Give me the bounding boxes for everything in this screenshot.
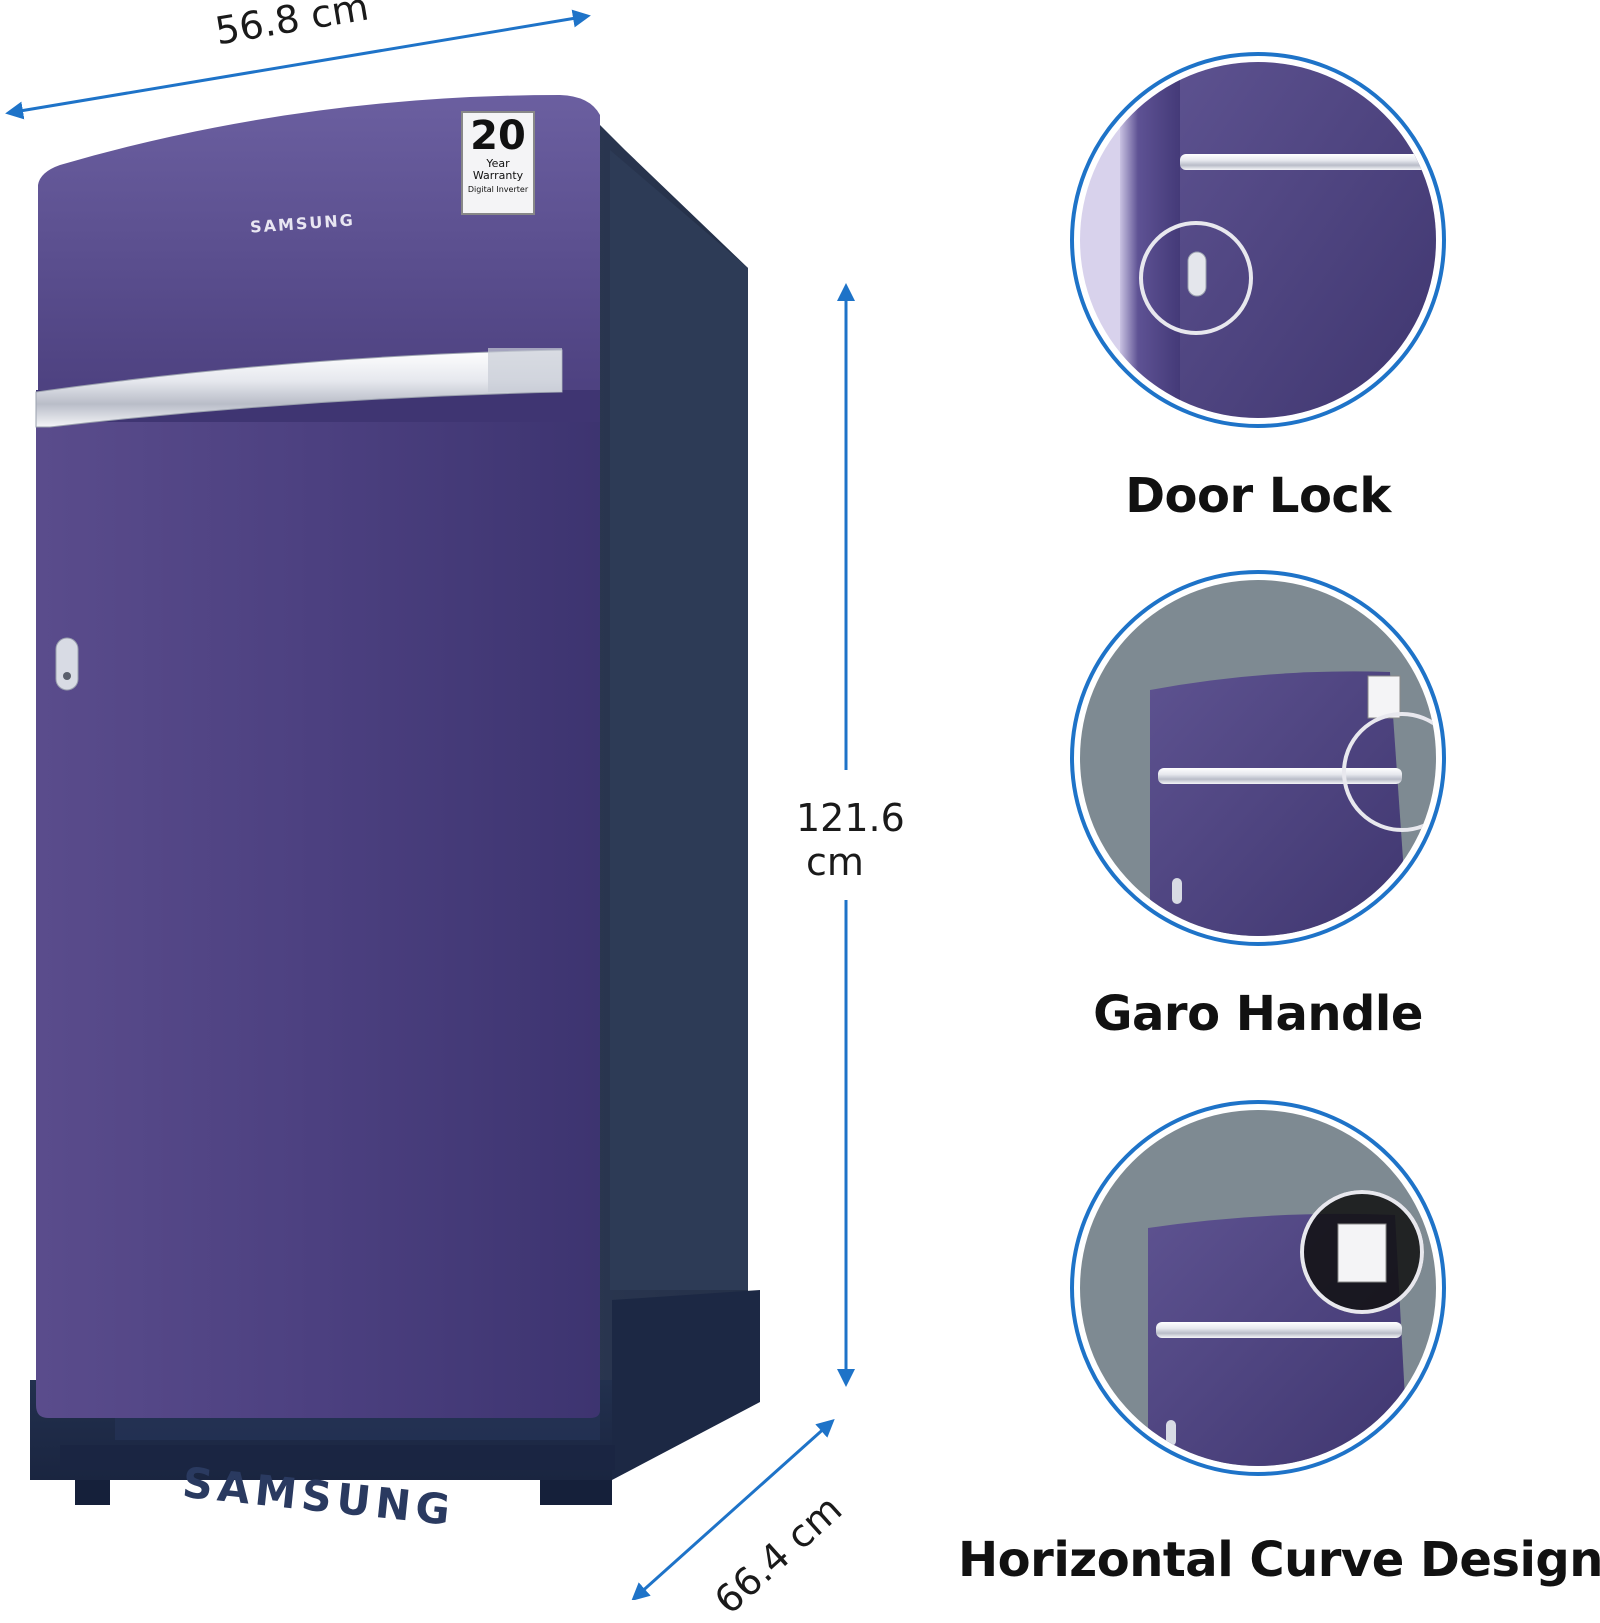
feature-label-horizontal-curve: Horizontal Curve Design: [958, 1532, 1600, 1588]
warranty-badge-number: 20: [470, 113, 526, 159]
height-dimension-unit: cm: [806, 840, 864, 884]
width-dimension-arrow: [5, 9, 591, 120]
warranty-badge-inverter: Digital Inverter: [467, 185, 529, 194]
garo-handle-closeup-image: [1070, 570, 1446, 946]
feature-label-garo-handle: Garo Handle: [1093, 986, 1423, 1042]
warranty-badge-warranty: Warranty: [472, 169, 524, 182]
depth-dimension-arrow: [631, 1418, 835, 1600]
door-lock-closeup-image: [1070, 52, 1446, 428]
feature-label-door-lock: Door Lock: [1125, 468, 1391, 524]
warranty-badge-year: Year: [486, 157, 510, 170]
horizontal-curve-closeup-image: [1070, 1100, 1446, 1476]
refrigerator: [30, 95, 760, 1505]
warranty-badge: 20 Year Warranty Digital Inverter: [464, 114, 532, 198]
height-dimension-value: 121.6: [796, 796, 905, 840]
